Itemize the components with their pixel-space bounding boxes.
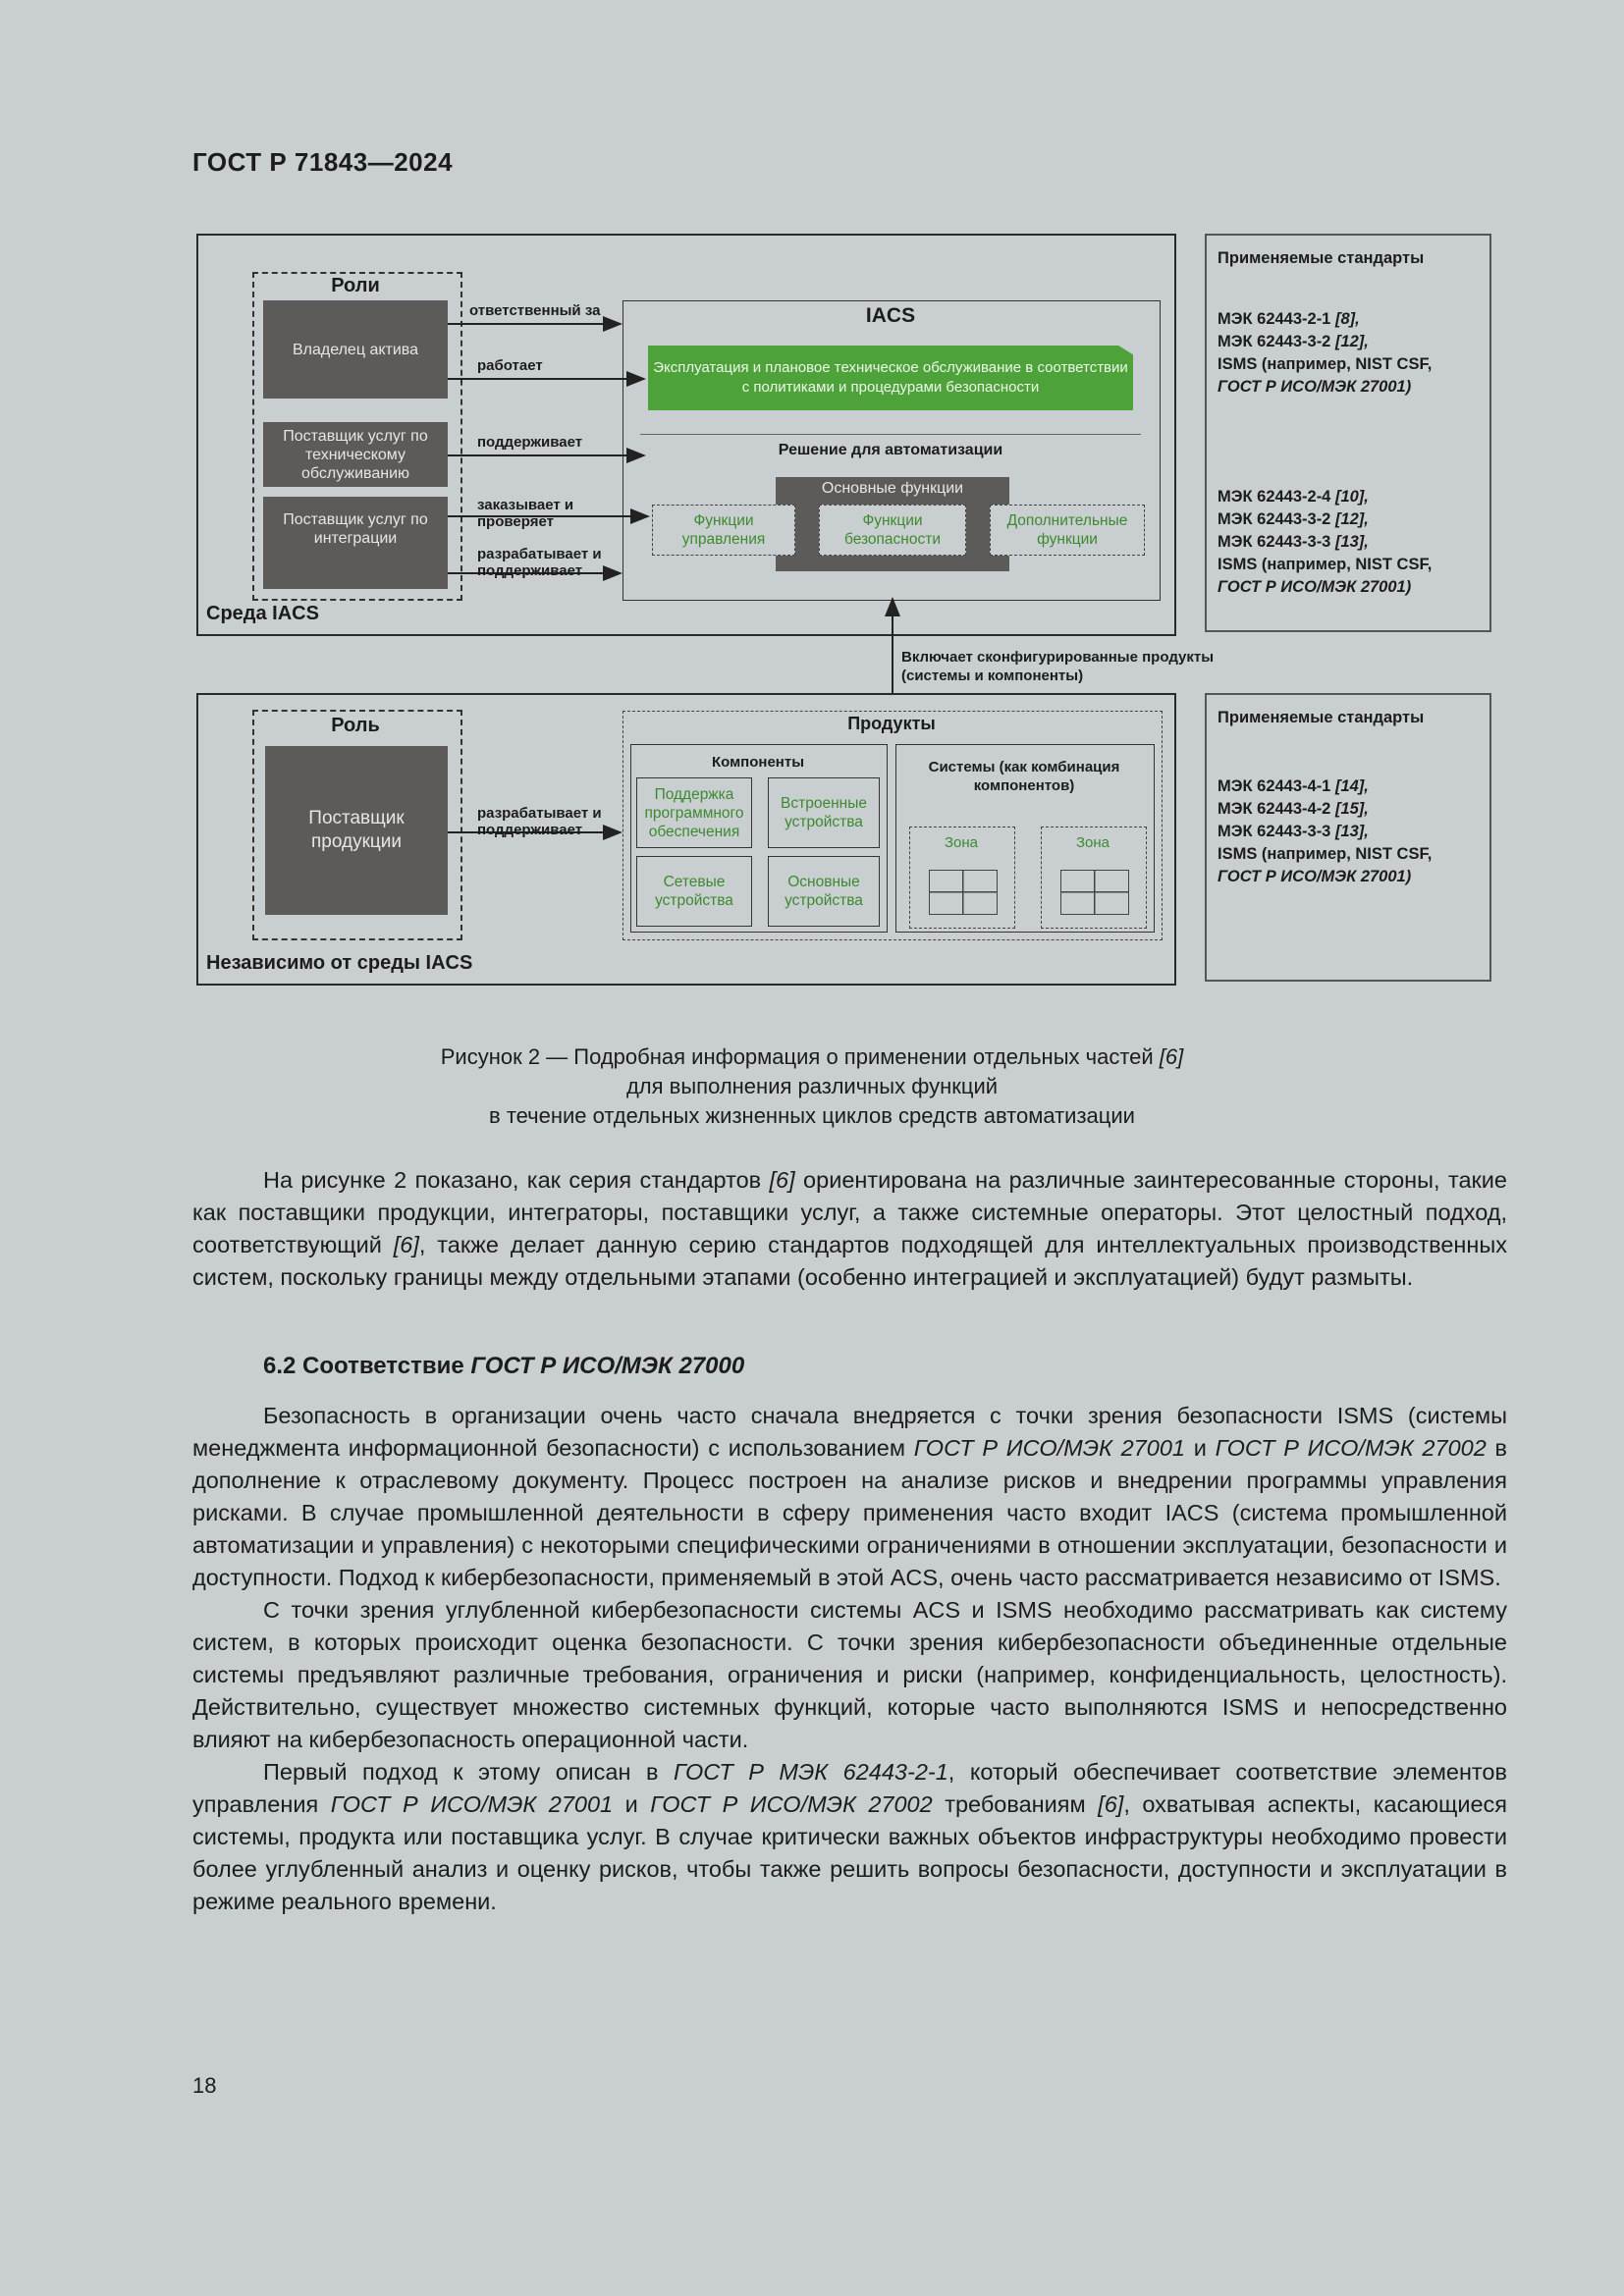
role-title: Роль — [331, 715, 380, 736]
text-run: требованиям — [932, 1791, 1099, 1817]
includes-configured-products-label: Включает сконфигурированные продукты (си… — [901, 649, 1215, 684]
paragraph-3: С точки зрения углубленной кибербезопасн… — [192, 1594, 1507, 1756]
std-line: ISMS (например, NIST CSF, — [1218, 556, 1433, 573]
roles-group — [252, 272, 462, 601]
paragraph-text: На рисунке 2 показано, как серия стандар… — [192, 1164, 1507, 1294]
label-responsible-for: ответственный за — [469, 302, 601, 319]
component-host-devices: Основные устройства — [768, 856, 880, 927]
component-network-devices: Сетевые устройства — [636, 856, 752, 927]
role-maintenance-provider: Поставщик услуг по техническому обслужив… — [263, 422, 448, 487]
text-run: , охватывая аспекты, касающиеся системы,… — [192, 1791, 1508, 1914]
systems-title: Системы (как комбинация компонентов) — [928, 759, 1120, 794]
paragraph-1: На рисунке 2 показано, как серия стандар… — [192, 1164, 1507, 1294]
reference-italic: ГОСТ Р ИСО/МЭК 27001 — [330, 1791, 614, 1817]
reference-italic: ГОСТ Р МЭК 62443-2-1 — [673, 1759, 948, 1785]
std-line: ISMS (например, NIST CSF, — [1218, 845, 1433, 863]
systems-box — [895, 744, 1155, 933]
operations-box: Эксплуатация и плановое техническое обсл… — [648, 346, 1133, 410]
role-asset-owner: Владелец актива — [263, 300, 448, 399]
std-line: МЭК 62443-3-3 [13], — [1218, 533, 1369, 551]
applied-standards-box-top — [1205, 234, 1491, 632]
zone-1-label: Зона — [944, 834, 979, 851]
label-orders-and-checks: заказывает и проверяет — [477, 497, 574, 530]
component-software-support: Поддержка программного обеспечения — [636, 777, 752, 848]
text-run: На рисунке 2 показано, как серия стандар… — [263, 1167, 770, 1193]
caption-line-3: в течение отдельных жизненных циклов сре… — [489, 1103, 1135, 1128]
reference-italic: [6] — [1098, 1791, 1124, 1817]
zone-2-grid — [1060, 870, 1129, 915]
automation-solution-title: Решение для автоматизации — [778, 442, 1003, 458]
independent-environment-label: Независимо от среды IACS — [206, 952, 473, 974]
reference-italic: [6] — [769, 1167, 795, 1193]
label-operates: работает — [477, 357, 543, 374]
applied-standards-box-bottom — [1205, 693, 1491, 982]
iacs-environment-label: Среда IACS — [206, 603, 319, 624]
document-id: ГОСТ Р 71843—2024 — [192, 147, 454, 177]
components-box — [630, 744, 888, 933]
core-functions-title: Основные функции — [821, 480, 964, 497]
iacs-title: IACS — [865, 304, 916, 327]
std-line: ГОСТ Р ИСО/МЭК 27001) — [1218, 378, 1412, 396]
std-line: ГОСТ Р ИСО/МЭК 27001) — [1218, 868, 1412, 885]
label-develops-and-supports-top: разрабатывает и поддерживает — [477, 546, 602, 579]
std-line: МЭК 62443-3-2 [12], — [1218, 333, 1369, 350]
zone-2-box — [1041, 827, 1147, 929]
paragraph-2: Безопасность в организации очень часто с… — [192, 1400, 1507, 1594]
reference-italic: [6] — [393, 1232, 419, 1257]
applied-standards-list-bottom: МЭК 62443-4-1 [14], МЭК 62443-4-2 [15], … — [1218, 775, 1432, 888]
reference-italic: ГОСТ Р ИСО/МЭК 27002 — [650, 1791, 933, 1817]
label-develops-and-supports-bottom: разрабатывает и поддерживает — [477, 805, 602, 838]
applied-standards-title-bottom: Применяемые стандарты — [1218, 709, 1425, 726]
text-run: в дополнение к отраслевому документу. Пр… — [192, 1435, 1508, 1590]
role-product-supplier: Поставщик продукции — [265, 746, 448, 915]
security-functions-box: Функции безопасности — [819, 505, 966, 556]
text-run: Первый подход к этому описан в — [263, 1759, 674, 1785]
zone-2-label: Зона — [1075, 834, 1110, 851]
std-line: ГОСТ Р ИСО/МЭК 27001) — [1218, 578, 1412, 596]
separator-line — [640, 434, 1141, 435]
applied-standards-list-top-2: МЭК 62443-2-4 [10], МЭК 62443-3-2 [12], … — [1218, 486, 1432, 599]
text-run: и — [1184, 1435, 1216, 1461]
section-body: Безопасность в организации очень часто с… — [192, 1400, 1507, 1918]
text-run: ориентирована на различные заинтересован… — [192, 1167, 1507, 1257]
figure-caption: Рисунок 2 — Подробная информация о приме… — [0, 1042, 1624, 1131]
std-line: МЭК 62443-2-4 [10], — [1218, 488, 1369, 506]
includes-arrow — [885, 597, 900, 695]
role-group — [252, 710, 462, 940]
caption-line-1: Рисунок 2 — Подробная информация о приме… — [440, 1044, 1184, 1069]
component-embedded-devices: Встроенные устройства — [768, 777, 880, 848]
text-run: и — [613, 1791, 651, 1817]
applied-standards-list-top-1: МЭК 62443-2-1 [8], МЭК 62443-3-2 [12], I… — [1218, 308, 1432, 399]
caption-line-2: для выполнения различных функций — [625, 1074, 999, 1098]
std-line: МЭК 62443-4-1 [14], — [1218, 777, 1369, 795]
std-line: МЭК 62443-3-3 [13], — [1218, 823, 1369, 840]
products-group — [623, 711, 1163, 940]
text-run: Безопасность в организации очень часто с… — [192, 1403, 1507, 1461]
label-supports: поддерживает — [477, 434, 583, 451]
text-run: , который обеспечивает соответствие элем… — [192, 1759, 1507, 1817]
std-line: МЭК 62443-3-2 [12], — [1218, 510, 1369, 528]
std-line: ISMS (например, NIST CSF, — [1218, 355, 1433, 373]
components-title: Компоненты — [711, 754, 805, 771]
roles-title: Роли — [331, 275, 380, 296]
control-functions-box: Функции управления — [652, 505, 795, 556]
text-run: С точки зрения углубленной кибербезопасн… — [192, 1597, 1507, 1752]
reference-italic: ГОСТ Р ИСО/МЭК 27002 — [1215, 1435, 1487, 1461]
std-line: МЭК 62443-2-1 [8], — [1218, 310, 1360, 328]
additional-functions-box: Дополнительные функции — [990, 505, 1145, 556]
paragraph-4: Первый подход к этому описан в ГОСТ Р МЭ… — [192, 1756, 1507, 1918]
reference-italic: ГОСТ Р ИСО/МЭК 27001 — [913, 1435, 1185, 1461]
zone-1-grid — [929, 870, 998, 915]
zone-1-box — [909, 827, 1015, 929]
page-number: 18 — [192, 2073, 217, 2098]
std-line: МЭК 62443-4-2 [15], — [1218, 800, 1369, 818]
text-run: , также делает данную серию стандартов п… — [192, 1232, 1507, 1290]
role-integration-provider: Поставщик услуг по интеграции — [263, 497, 448, 589]
section-heading: 6.2 Соответствие ГОСТ Р ИСО/МЭК 27000 — [263, 1353, 745, 1379]
top-arrows — [448, 316, 650, 581]
bottom-arrow — [448, 825, 623, 840]
applied-standards-title-top: Применяемые стандарты — [1218, 249, 1425, 267]
products-title: Продукты — [847, 714, 936, 733]
